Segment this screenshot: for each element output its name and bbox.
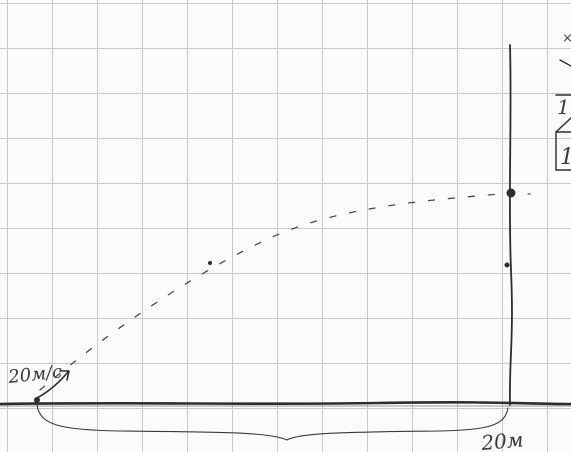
velocity-arrow-icon — [36, 370, 70, 399]
ground-line — [0, 401, 571, 406]
impact-point — [506, 188, 516, 198]
launch-speed-label: 20м/с — [6, 361, 63, 388]
trajectory-dashed-curve — [39, 192, 531, 391]
trajectory-mid-point — [208, 261, 212, 265]
distance-label: 20м — [479, 427, 524, 452]
wall-lower-point — [504, 262, 510, 268]
distance-brace — [36, 404, 509, 441]
ground-line-shadow — [0, 405, 571, 407]
corner-mark-low: 1 — [560, 145, 571, 170]
launch-point — [34, 397, 40, 403]
corner-sketch-box — [555, 59, 571, 171]
vertical-wall-line — [508, 44, 513, 406]
corner-mark-mid: 1 — [557, 95, 570, 119]
corner-mark-top: × — [562, 31, 571, 46]
